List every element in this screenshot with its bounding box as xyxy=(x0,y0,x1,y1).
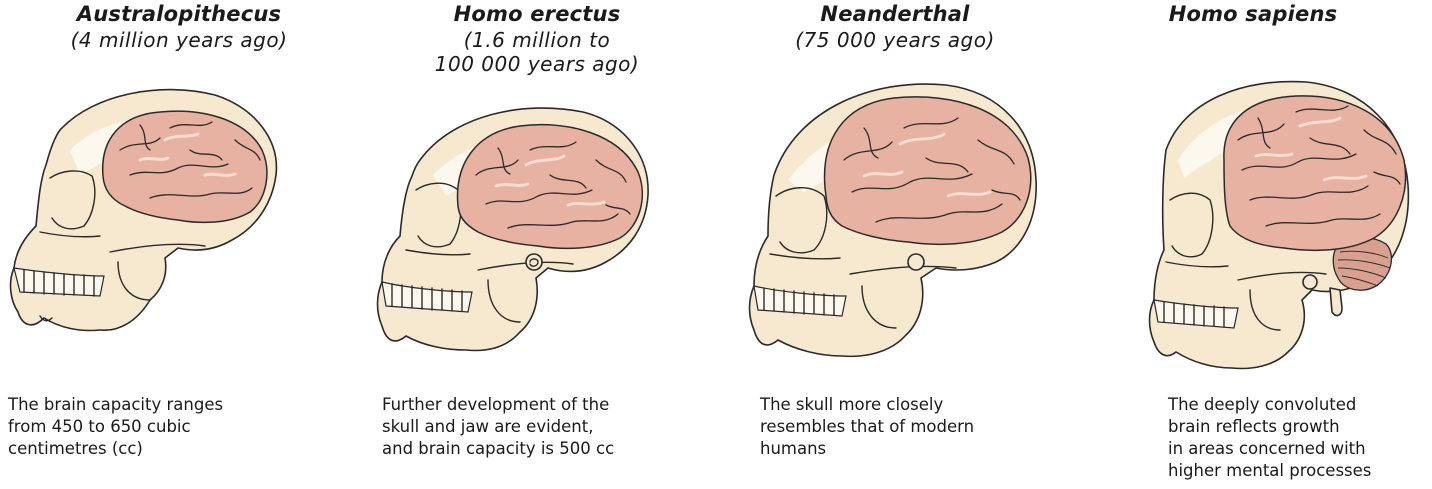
description-caption: The brain capacity ranges from 450 to 65… xyxy=(8,394,223,460)
description-caption: The skull more closely resembles that of… xyxy=(760,394,974,460)
panel-homo-sapiens: Homo sapiens The deeply convoluted brain… xyxy=(1074,0,1432,489)
panel-neanderthal: Neanderthal (75 000 years ago) The skull… xyxy=(716,0,1074,489)
panel-homo-erectus: Homo erectus (1.6 million to 100 000 yea… xyxy=(358,0,716,489)
description-caption: Further development of the skull and jaw… xyxy=(382,394,614,460)
panel-australopithecus: Australopithecus (4 million years ago) T… xyxy=(0,0,358,489)
description-caption: The deeply convoluted brain reflects gro… xyxy=(1168,394,1371,482)
